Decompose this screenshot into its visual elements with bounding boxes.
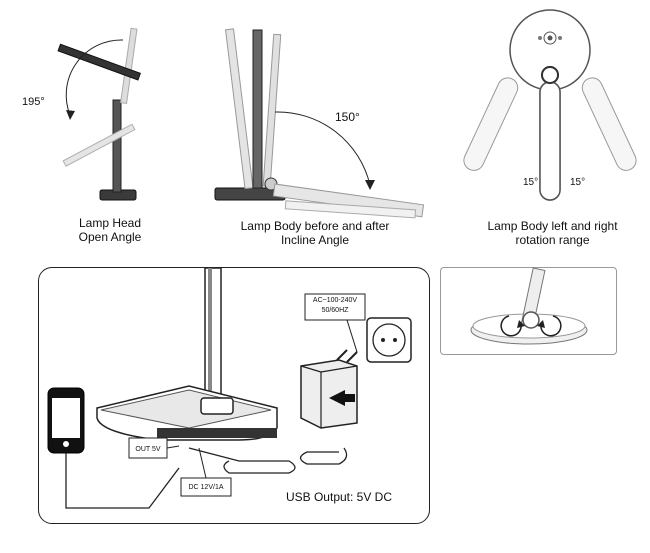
caption-line: Incline Angle (280, 233, 350, 247)
usb-charging-box: AC~100-240V 50/60HZ OUT 5V DC 12V/1A USB… (38, 267, 430, 524)
caption-line: Lamp Body before and after (240, 219, 390, 233)
head-angle-caption: Lamp Head Open Angle (45, 216, 175, 244)
body-incline-panel: 150° Lamp Body before and after Incline … (195, 0, 460, 250)
caption-line: Open Angle (78, 230, 142, 244)
caption-line: AC~100-240V (312, 297, 358, 304)
usb-output-caption: USB Output: 5V DC (285, 490, 393, 504)
body-incline-illustration (214, 28, 425, 219)
usb-charging-illustration (47, 267, 412, 509)
adapter-rating-label: AC~100-240V 50/60HZ (305, 296, 365, 316)
head-angle-label: 195° (22, 96, 45, 108)
dc-12v-label: DC 12V/1A (188, 484, 224, 491)
right-rotation-label: 15° (570, 177, 586, 188)
out-5v-label: OUT 5V (135, 446, 161, 453)
caption-line: rotation range (515, 233, 590, 247)
body-rotation-illustration (463, 9, 637, 201)
base-rotation-box (440, 267, 617, 355)
head-angle-illustration (57, 27, 141, 201)
body-incline-caption: Lamp Body before and after Incline Angle (215, 219, 415, 247)
left-rotation-label: 15° (523, 177, 539, 188)
caption-line: 50/60HZ (321, 307, 349, 314)
head-angle-panel: 195° Lamp Head Open Angle (0, 0, 200, 250)
body-incline-label: 150° (335, 110, 360, 124)
caption-line: Lamp Body left and right (487, 219, 618, 233)
caption-line: Lamp Head (78, 216, 142, 230)
body-rotation-caption: Lamp Body left and right rotation range (470, 219, 635, 247)
base-rotation-illustration (470, 267, 588, 345)
body-rotation-panel: 15° 15° Lamp Body left and right rotatio… (460, 0, 650, 250)
